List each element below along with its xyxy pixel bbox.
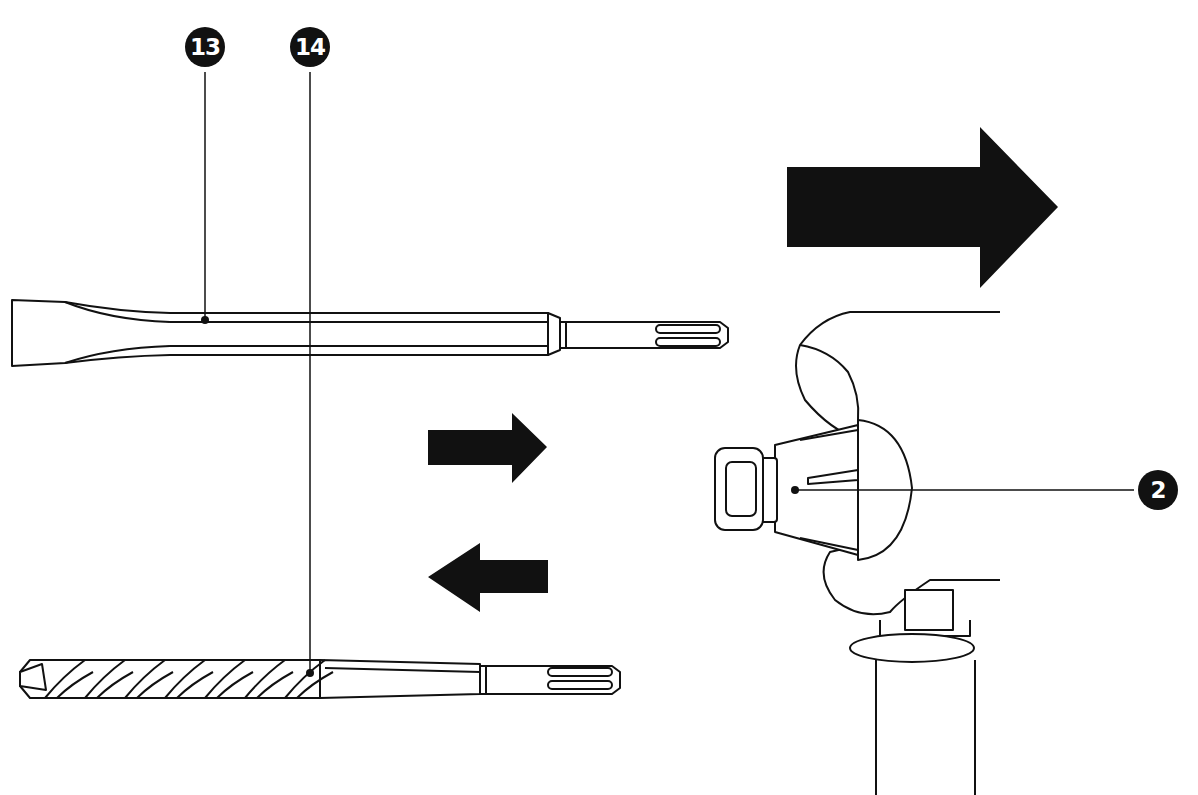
flute-stroke xyxy=(245,660,285,698)
drill-bit xyxy=(20,660,620,698)
flute-stroke xyxy=(165,660,205,698)
direction-arrow xyxy=(787,127,1058,288)
callout-number: 13 xyxy=(185,27,225,67)
leader-lines xyxy=(205,72,1134,673)
flute-stroke xyxy=(125,660,165,698)
callout-number: 14 xyxy=(290,27,330,67)
flute-stroke xyxy=(285,660,325,698)
flute-stroke xyxy=(205,660,245,698)
flute-stroke xyxy=(297,672,333,698)
flute-stroke xyxy=(85,660,125,698)
leader-dots xyxy=(201,316,799,677)
flute-stroke xyxy=(45,660,85,698)
chisel xyxy=(12,300,728,366)
callout-number: 2 xyxy=(1138,470,1178,510)
remove-arrow xyxy=(428,543,548,612)
insert-arrow xyxy=(428,413,547,483)
hand-and-chuck xyxy=(715,312,1000,795)
